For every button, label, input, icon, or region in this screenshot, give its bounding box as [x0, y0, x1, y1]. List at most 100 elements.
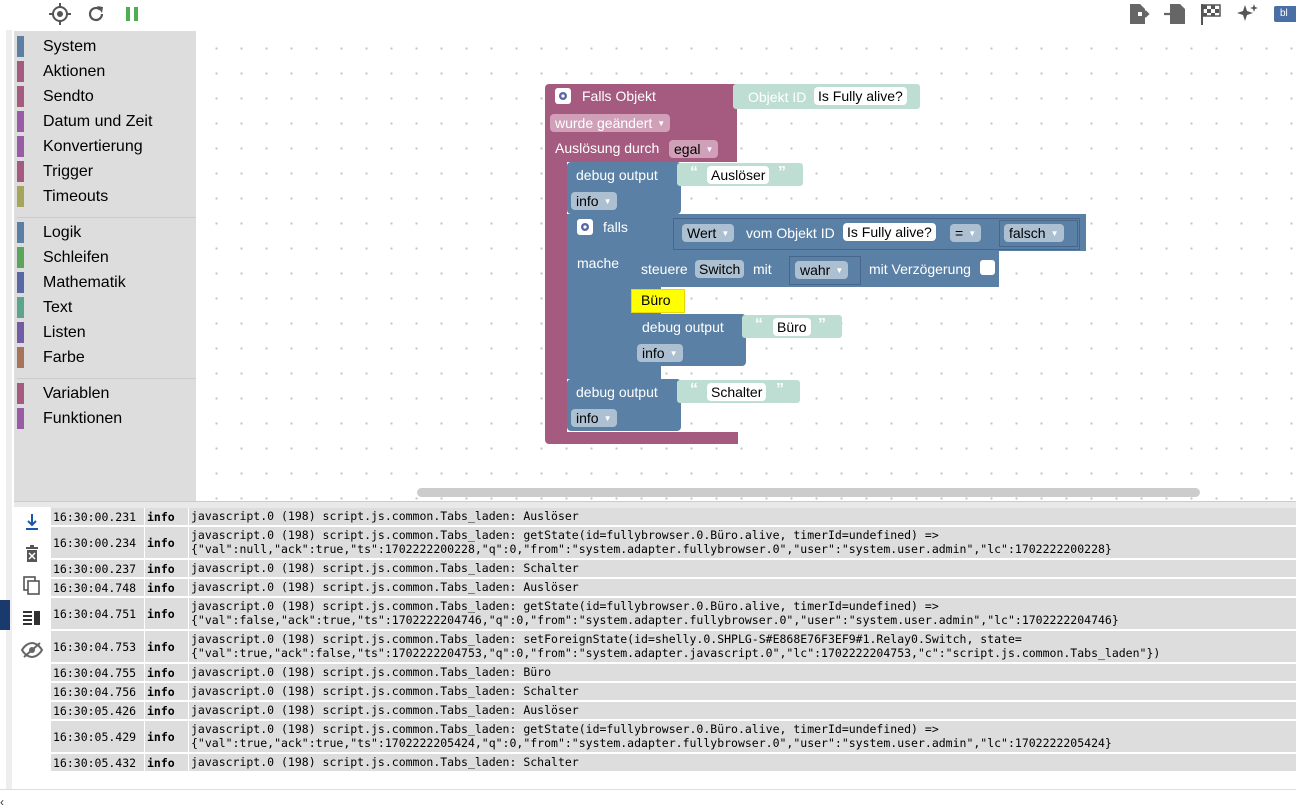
sidebar-item-listen[interactable]: Listen: [14, 320, 196, 345]
wert-dropdown[interactable]: Wert▼: [682, 224, 735, 242]
sidebar-item-datum-und-zeit[interactable]: Datum und Zeit: [14, 109, 196, 134]
hide-icon[interactable]: [19, 637, 45, 663]
objekt-id-field[interactable]: Is Fully alive?: [814, 87, 907, 105]
sidebar-item-label: Variablen: [43, 385, 110, 402]
category-color-bar: [17, 222, 24, 243]
log-severity: info: [147, 756, 175, 770]
debug-level-dropdown-3[interactable]: info▼: [571, 409, 617, 427]
sidebar-item-logik[interactable]: Logik: [14, 220, 196, 245]
sparkle-icon[interactable]: [1235, 2, 1259, 26]
sidebar-item-timeouts[interactable]: Timeouts: [14, 184, 196, 209]
sidebar-item-mathematik[interactable]: Mathematik: [14, 270, 196, 295]
log-message-line: {"val":null,"ack":true,"ts":170222220022…: [191, 542, 1112, 556]
chevron-down-icon: ▼: [968, 229, 977, 239]
pause-icon[interactable]: [120, 2, 144, 26]
sidebar-item-konvertierung[interactable]: Konvertierung: [14, 134, 196, 159]
debug-label-1: debug output: [576, 167, 658, 183]
sidebar-item-schleifen[interactable]: Schleifen: [14, 245, 196, 270]
delay-checkbox[interactable]: [980, 260, 995, 275]
horizontal-scrollbar[interactable]: [417, 488, 1200, 497]
chevron-left-icon[interactable]: ‹: [0, 795, 4, 809]
log-message-line: javascript.0 (198) script.js.common.Tabs…: [191, 703, 579, 717]
sidebar-item-sendto[interactable]: Sendto: [14, 84, 196, 109]
edge-strip: [6, 30, 12, 796]
comment-block[interactable]: [631, 289, 685, 313]
blockly-icon[interactable]: bl: [1272, 2, 1296, 26]
category-color-bar: [17, 247, 24, 268]
sidebar-item-aktionen[interactable]: Aktionen: [14, 59, 196, 84]
layout-icon[interactable]: [19, 605, 45, 631]
log-message-cell: javascript.0 (198) script.js.common.Tabs…: [189, 508, 1296, 525]
objekt-field[interactable]: Is Fully alive?: [843, 223, 936, 241]
copy-icon[interactable]: [19, 573, 45, 599]
log-time: 16:30:05.426: [53, 704, 137, 718]
sidebar-item-variablen[interactable]: Variablen: [14, 381, 196, 406]
blockly-badge: bl: [1274, 6, 1296, 22]
log-message-line: javascript.0 (198) script.js.common.Tabs…: [191, 599, 939, 613]
debug-level-1: info: [576, 193, 599, 209]
steuere-target-field[interactable]: Switch: [695, 260, 745, 278]
sidebar-item-label: Timeouts: [43, 188, 109, 205]
sidebar-item-label: Funktionen: [43, 410, 123, 427]
export-icon[interactable]: [1127, 2, 1151, 26]
flag-icon[interactable]: [1199, 2, 1223, 26]
debug-level-dropdown-1[interactable]: info▼: [571, 192, 617, 210]
wert-label: Wert: [687, 225, 717, 241]
event-dropdown[interactable]: wurde geändert▼: [550, 114, 671, 132]
log-severity: info: [147, 607, 175, 621]
falsch-dropdown[interactable]: falsch▼: [1004, 224, 1064, 242]
log-resize-handle[interactable]: [14, 501, 1296, 508]
refresh-icon[interactable]: [84, 2, 108, 26]
value-block[interactable]: [789, 256, 861, 285]
operator-dropdown[interactable]: =▼: [950, 224, 982, 242]
sidebar-item-trigger[interactable]: Trigger: [14, 159, 196, 184]
sidebar-item-text[interactable]: Text: [14, 295, 196, 320]
gear-icon[interactable]: [577, 219, 593, 235]
chevron-down-icon: ▼: [1050, 229, 1059, 239]
quote-close-icon: ”: [818, 316, 826, 333]
left-edge: ‹: [0, 30, 12, 809]
trigger-block-header[interactable]: [545, 84, 738, 109]
log-time: 16:30:05.432: [53, 756, 137, 770]
log-time: 16:30:04.753: [53, 640, 137, 654]
debug-level-3: info: [576, 410, 599, 426]
sidebar-item-label: Konvertierung: [43, 138, 143, 155]
import-icon[interactable]: [1163, 2, 1187, 26]
edge-marker: [0, 600, 10, 630]
sidebar-item-funktionen[interactable]: Funktionen: [14, 406, 196, 431]
sidebar-item-farbe[interactable]: Farbe: [14, 345, 196, 370]
scroll-down-icon[interactable]: [19, 509, 45, 535]
text-field-1[interactable]: Auslöser: [707, 166, 770, 184]
log-time: 16:30:05.429: [53, 730, 137, 744]
wahr-dropdown[interactable]: wahr▼: [795, 261, 849, 279]
log-severity: info: [147, 562, 175, 576]
ausloesung-dropdown[interactable]: egal▼: [669, 140, 719, 158]
sidebar-item-label: System: [43, 38, 97, 55]
trash-icon[interactable]: [19, 541, 45, 567]
debug-level-dropdown-2[interactable]: info▼: [637, 344, 683, 362]
log-time-cell: 16:30:00.237: [51, 560, 144, 577]
text-field-2[interactable]: Büro: [773, 318, 811, 336]
boolean-block[interactable]: [999, 220, 1078, 247]
log-severity: info: [147, 581, 175, 595]
log-message-cell: javascript.0 (198) script.js.common.Tabs…: [189, 664, 1296, 681]
log-message-line: javascript.0 (198) script.js.common.Tabs…: [191, 580, 579, 594]
log-message-cell: javascript.0 (198) script.js.common.Tabs…: [189, 560, 1296, 577]
target-icon[interactable]: [48, 2, 72, 26]
bottom-bar: [0, 789, 1296, 797]
text-field-3[interactable]: Schalter: [707, 383, 767, 401]
sidebar-item-label: Text: [43, 299, 73, 316]
gear-icon[interactable]: [555, 88, 571, 104]
sidebar-item-system[interactable]: System: [14, 34, 196, 59]
